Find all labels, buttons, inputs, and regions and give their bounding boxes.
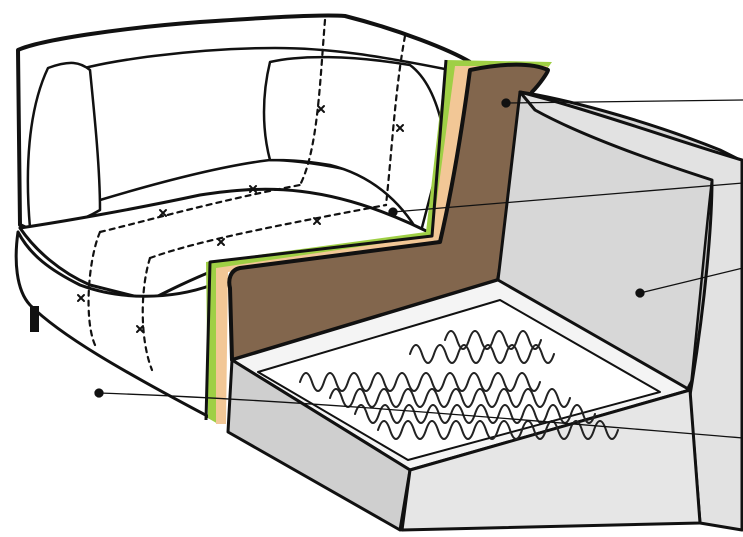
frame <box>226 90 743 532</box>
cut-edge-outline <box>204 59 448 421</box>
frame-tray-lip <box>257 299 661 461</box>
stitch-markers <box>77 105 404 333</box>
callout-frame <box>635 267 743 298</box>
seat-cushion <box>18 187 442 302</box>
cut-layers <box>204 59 552 424</box>
sofa-leg <box>30 306 39 332</box>
left-arm <box>26 61 102 230</box>
callout-cover <box>94 388 743 439</box>
frame-side-panel <box>518 90 743 532</box>
right-arm-roll <box>262 55 447 237</box>
padding-layer <box>216 66 548 424</box>
upholstered-sofa <box>14 13 472 422</box>
foam-layer <box>227 62 550 362</box>
callout-leaders <box>94 98 743 439</box>
frame-seat-wall-left <box>226 358 412 532</box>
frame-seat-wall-front <box>400 388 702 532</box>
serpentine-springs <box>299 330 619 440</box>
callout-foam <box>501 98 743 108</box>
callout-padding <box>388 182 743 217</box>
